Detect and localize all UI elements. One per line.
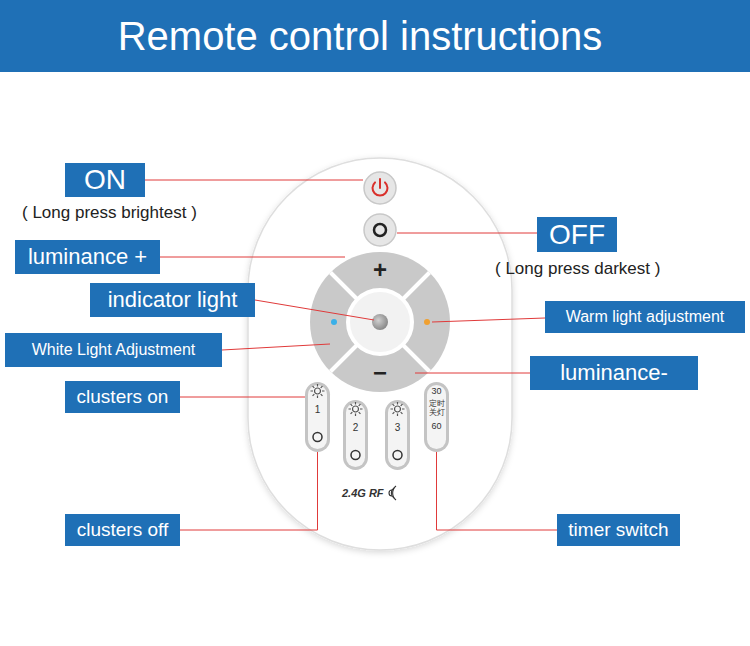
leader-line [432, 318, 545, 322]
power-button [364, 172, 396, 204]
d-pad-button: + [345, 252, 415, 288]
leader-line [160, 257, 345, 258]
button-symbol: − [373, 361, 387, 385]
leader-line [180, 452, 318, 530]
d-pad-center [348, 290, 412, 354]
indicator-dot [372, 314, 388, 330]
title-band: Remote control instructions [0, 0, 750, 72]
sun-icon [391, 402, 405, 416]
leader-line [437, 452, 558, 530]
key-label: 3 [385, 422, 410, 433]
callout-box: clusters off [65, 514, 180, 546]
cluster-key [388, 403, 407, 467]
leader-line [145, 180, 363, 181]
callout-label: timer switch [568, 519, 668, 541]
remote-body [248, 158, 512, 550]
callout-box: luminance + [15, 240, 160, 274]
radio-label: 2.4G RF [342, 487, 384, 499]
cluster-key [346, 403, 365, 467]
remote-key: 3 [385, 400, 410, 470]
callout-box: White Light Adjustment [5, 333, 222, 367]
callout-box: Warm light adjustment [545, 301, 745, 333]
d-pad-divider [331, 273, 430, 372]
key-label: 30 [424, 387, 449, 397]
cluster-key [308, 385, 327, 449]
callout-box: ON( Long press brightest ) [65, 163, 145, 197]
key-label: 2 [343, 422, 368, 433]
key-label: 60 [424, 422, 449, 432]
leader-line [222, 344, 330, 350]
off-icon [313, 433, 322, 442]
remote-key: 2 [343, 400, 368, 470]
sun-icon [349, 402, 363, 416]
callout-label: luminance- [560, 360, 668, 386]
cluster-key [305, 382, 330, 452]
leader-line [397, 233, 537, 234]
callout-note: ( Long press brightest ) [22, 203, 197, 223]
callout-label: ON [84, 164, 126, 196]
warm-dot [424, 319, 430, 325]
off-icon [351, 451, 360, 460]
callout-note: ( Long press darkest ) [495, 259, 660, 279]
callout-label: clusters on [77, 386, 169, 408]
callout-box: timer switch [557, 514, 680, 546]
remote-key: 1 [305, 382, 330, 452]
wireless-icon [389, 486, 396, 500]
cluster-key [385, 400, 410, 470]
callout-label: Warm light adjustment [566, 308, 725, 326]
callout-label: OFF [549, 219, 605, 251]
leader-line [415, 373, 530, 374]
button-symbol: + [373, 258, 387, 282]
off-icon [393, 451, 402, 460]
leader-line [255, 300, 374, 320]
callout-label: White Light Adjustment [32, 341, 196, 359]
timer-key [424, 382, 449, 452]
remote-key: 30 定时 关灯 60 [424, 382, 449, 452]
d-pad-button: − [345, 355, 415, 391]
callout-label: clusters off [77, 519, 169, 541]
off-icon [374, 224, 386, 236]
callout-box: luminance- [530, 356, 698, 390]
white-dot [331, 319, 337, 325]
callout-box: OFF( Long press darkest ) [537, 217, 617, 252]
off-button [364, 214, 396, 246]
callout-label: luminance + [28, 244, 147, 270]
sun-icon [311, 384, 325, 398]
callout-box: indicator light [90, 283, 255, 317]
callout-label: indicator light [108, 287, 238, 313]
key-label: 1 [305, 404, 330, 415]
power-icon [379, 179, 381, 188]
callout-box: clusters on [65, 381, 180, 413]
key-label: 定时 关灯 [428, 400, 446, 418]
leader-line [180, 397, 305, 398]
cluster-key [343, 400, 368, 470]
title-text: Remote control instructions [118, 14, 603, 59]
d-pad-divider [331, 273, 430, 372]
d-pad [310, 252, 450, 392]
